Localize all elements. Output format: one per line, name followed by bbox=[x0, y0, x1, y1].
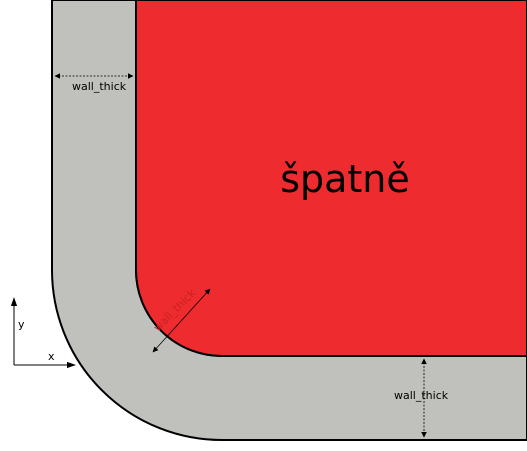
top-dimension-label: wall_thick bbox=[72, 80, 127, 93]
x-axis-label: x bbox=[48, 350, 55, 363]
y-axis-label: y bbox=[18, 318, 25, 331]
main-label: špatně bbox=[280, 157, 410, 201]
diagonal-dimension-arrow bbox=[152, 288, 211, 353]
bottom-dimension-label: wall_thick bbox=[394, 389, 449, 402]
